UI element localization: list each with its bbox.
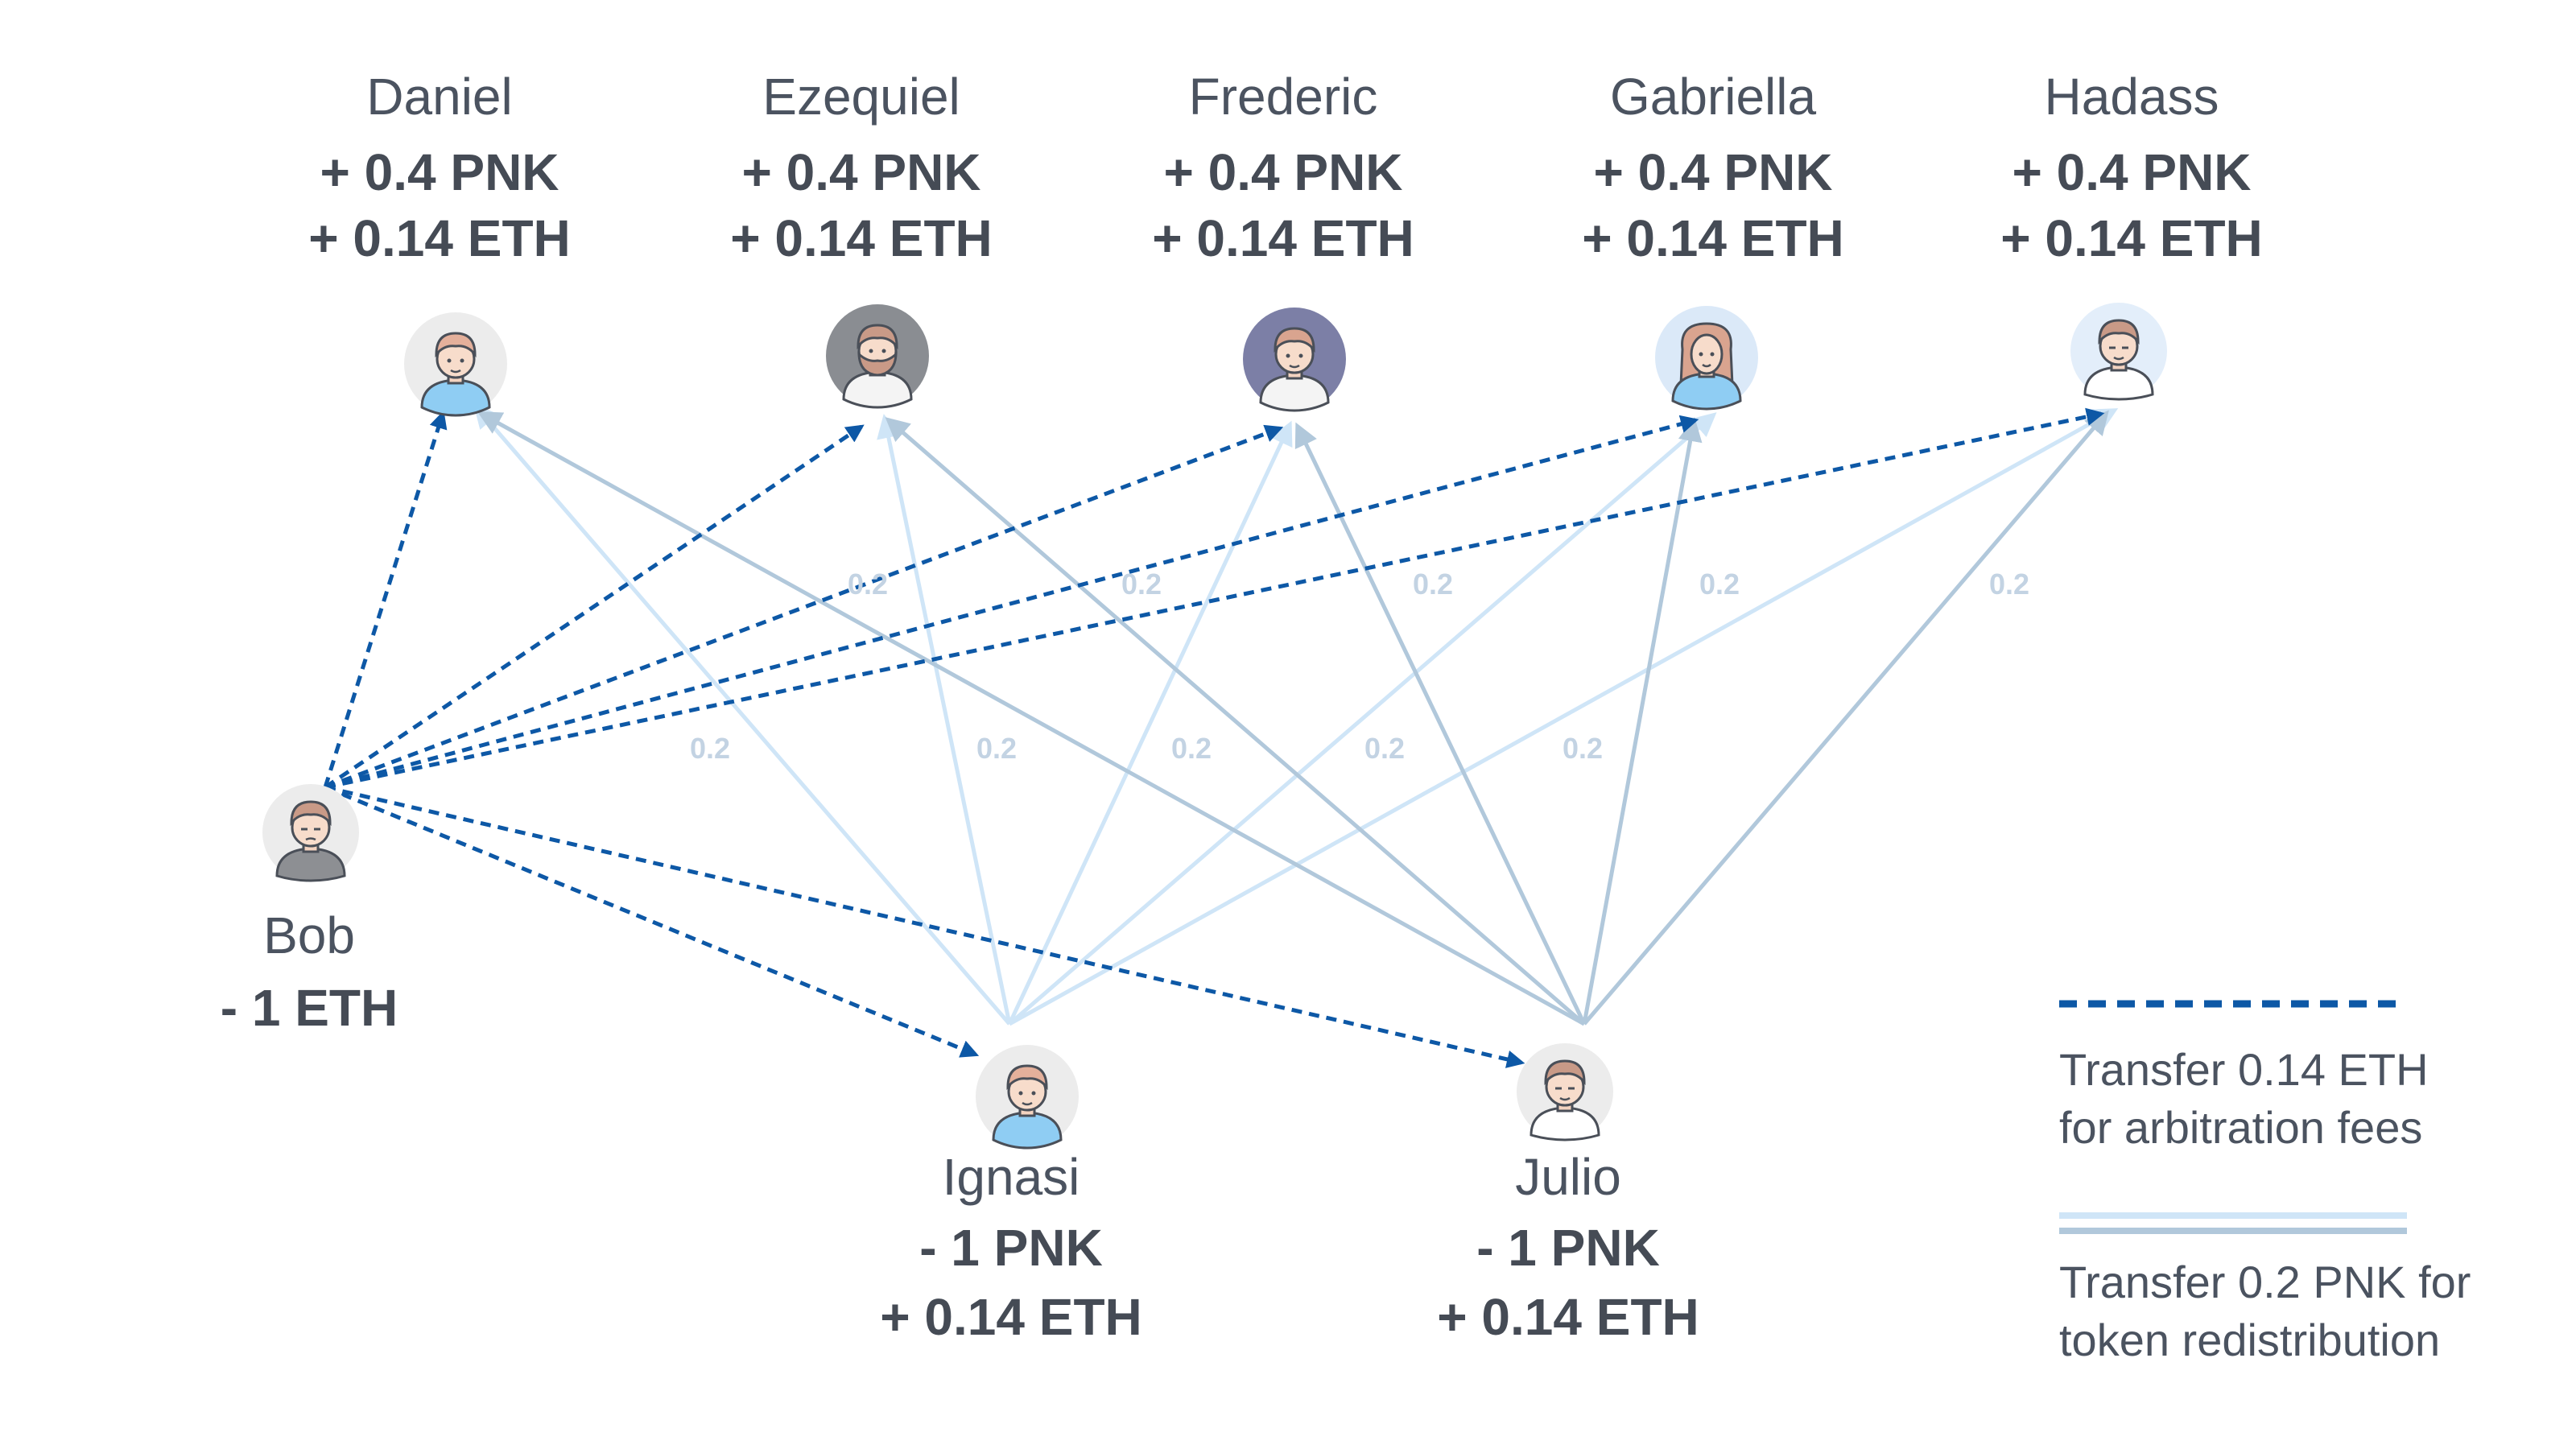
participant-pnk-change: - 1 PNK bbox=[919, 1219, 1103, 1277]
participant-pnk-change: + 0.4 PNK bbox=[741, 143, 980, 201]
avatar-icon bbox=[826, 304, 929, 409]
participant-eth-change: + 0.14 ETH bbox=[2000, 209, 2263, 267]
participant-eth-change: + 0.14 ETH bbox=[1437, 1288, 1699, 1346]
pnk-edge-julio-ezequiel bbox=[885, 417, 1586, 1026]
participant-pnk-change: + 0.4 PNK bbox=[1163, 143, 1402, 201]
participant-frederic: Frederic + 0.4 PNK + 0.14 ETH bbox=[1152, 68, 1414, 412]
participant-eth-change: - 1 ETH bbox=[221, 979, 398, 1037]
edge-labels: 0.2 0.2 0.2 0.2 0.2 0.2 0.2 0.2 0.2 0.2 bbox=[690, 568, 2029, 765]
avatar-icon bbox=[1655, 306, 1758, 411]
participant-pnk-change: - 1 PNK bbox=[1476, 1219, 1660, 1277]
edge-label: 0.2 bbox=[1413, 568, 1453, 601]
participant-pnk-change: + 0.4 PNK bbox=[320, 143, 559, 201]
participant-name: Bob bbox=[263, 906, 355, 964]
avatar-icon bbox=[404, 312, 507, 417]
eth-edge-bob-hadass bbox=[324, 407, 2105, 790]
legend-eth-label-line2: for arbitration fees bbox=[2059, 1102, 2422, 1153]
edge-label: 0.2 bbox=[848, 568, 888, 601]
participant-daniel: Daniel + 0.4 PNK + 0.14 ETH bbox=[308, 68, 571, 417]
eth-edge-bob-daniel bbox=[323, 410, 448, 788]
edge-label: 0.2 bbox=[1364, 732, 1405, 765]
avatar-icon bbox=[2070, 303, 2167, 401]
pnk-edge-julio-daniel bbox=[477, 411, 1586, 1026]
participant-julio: Julio - 1 PNK + 0.14 ETH bbox=[1437, 1043, 1699, 1346]
participant-eth-change: + 0.14 ETH bbox=[730, 209, 993, 267]
participant-eth-change: + 0.14 ETH bbox=[1582, 209, 1844, 267]
pnk-edge-ignasi-ezequiel bbox=[877, 414, 1012, 1025]
participant-gabriella: Gabriella + 0.4 PNK + 0.14 ETH bbox=[1582, 68, 1844, 411]
avatar-icon bbox=[1517, 1043, 1613, 1141]
participant-name: Ignasi bbox=[943, 1148, 1080, 1206]
eth-edge-bob-julio bbox=[324, 785, 1525, 1068]
edge-label: 0.2 bbox=[1989, 568, 2029, 601]
pnk-edge-julio-hadass bbox=[1583, 410, 2109, 1026]
participant-eth-change: + 0.14 ETH bbox=[308, 209, 571, 267]
edge-label: 0.2 bbox=[690, 732, 730, 765]
pnk-edges-julio bbox=[477, 410, 2109, 1026]
participant-name: Frederic bbox=[1189, 68, 1378, 126]
pnk-edge-ignasi-frederic bbox=[1007, 420, 1293, 1026]
pnk-edge-julio-gabriella bbox=[1582, 417, 1703, 1025]
eth-edge-bob-gabriella bbox=[324, 415, 1699, 790]
pnk-edge-julio-frederic bbox=[1294, 422, 1587, 1026]
edge-label: 0.2 bbox=[1563, 732, 1603, 765]
participant-ignasi: Ignasi - 1 PNK + 0.14 ETH bbox=[880, 1045, 1142, 1346]
participant-name: Ezequiel bbox=[762, 68, 960, 126]
legend-eth-label: Transfer 0.14 ETH bbox=[2059, 1044, 2429, 1095]
participant-eth-change: + 0.14 ETH bbox=[1152, 209, 1414, 267]
participant-eth-change: + 0.14 ETH bbox=[880, 1288, 1142, 1346]
avatar-icon bbox=[262, 784, 359, 882]
edge-label: 0.2 bbox=[1699, 568, 1740, 601]
edge-label: 0.2 bbox=[1121, 568, 1162, 601]
participant-hadass: Hadass + 0.4 PNK + 0.14 ETH bbox=[2000, 68, 2263, 401]
participant-bob: Bob - 1 ETH bbox=[221, 784, 398, 1037]
avatar-icon bbox=[976, 1045, 1079, 1150]
edge-label: 0.2 bbox=[1171, 732, 1212, 765]
eth-edge-bob-ignasi bbox=[324, 785, 980, 1058]
participant-pnk-change: + 0.4 PNK bbox=[2012, 143, 2251, 201]
eth-edge-bob-ezequiel bbox=[324, 424, 865, 790]
edge-label: 0.2 bbox=[976, 732, 1017, 765]
legend: Transfer 0.14 ETH for arbitration fees T… bbox=[2059, 1000, 2471, 1365]
pnk-edge-ignasi-hadass bbox=[1008, 408, 2119, 1026]
pnk-edge-ignasi-gabriella bbox=[1008, 412, 1717, 1026]
pnk-edge-ignasi-daniel bbox=[473, 403, 1011, 1026]
participant-pnk-change: + 0.4 PNK bbox=[1593, 143, 1832, 201]
pnk-edges-ignasi bbox=[473, 403, 2119, 1026]
legend-pnk-label: Transfer 0.2 PNK for bbox=[2059, 1257, 2471, 1307]
eth-edge-bob-frederic bbox=[324, 424, 1284, 790]
legend-pnk-label-line2: token redistribution bbox=[2059, 1315, 2440, 1365]
eth-edges-bob bbox=[323, 407, 2105, 1068]
participant-name: Hadass bbox=[2045, 68, 2219, 126]
participant-name: Gabriella bbox=[1610, 68, 1817, 126]
participant-name: Julio bbox=[1515, 1148, 1621, 1206]
participant-name: Daniel bbox=[366, 68, 512, 126]
participant-ezequiel: Ezequiel + 0.4 PNK + 0.14 ETH bbox=[730, 68, 993, 409]
avatar-icon bbox=[1243, 308, 1346, 412]
